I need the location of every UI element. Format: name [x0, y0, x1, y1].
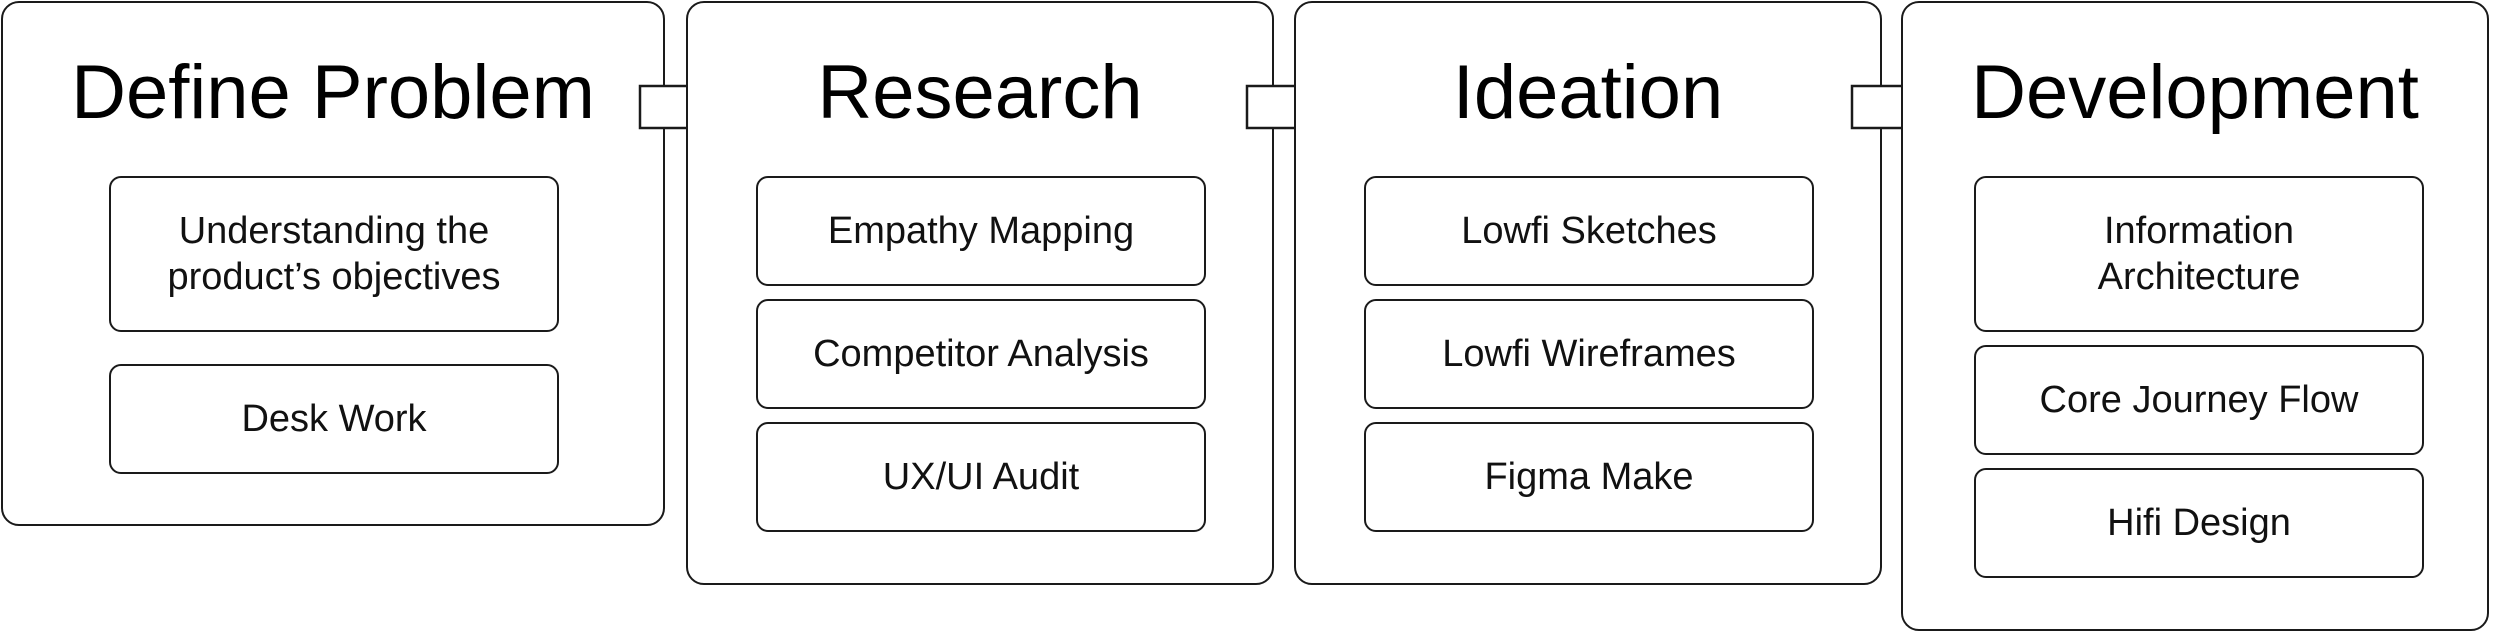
stage-title: Ideation	[1452, 50, 1724, 135]
step-box: Information Architecture	[1974, 176, 2424, 332]
step-box: UX/UI Audit	[756, 422, 1206, 532]
stage-title: Research	[817, 50, 1143, 135]
step-box: Empathy Mapping	[756, 176, 1206, 286]
step-box: Figma Make	[1364, 422, 1814, 532]
stage-title: Development	[1971, 50, 2419, 135]
stage-define-problem: Define Problem Understanding the product…	[1, 1, 665, 526]
stage-ideation: Ideation Lowfi Sketches Lowfi Wireframes…	[1294, 1, 1882, 585]
stage-research: Research Empathy Mapping Competitor Anal…	[686, 1, 1274, 585]
step-box: Core Journey Flow	[1974, 345, 2424, 455]
step-box: Desk Work	[109, 364, 559, 474]
step-box: Lowfi Wireframes	[1364, 299, 1814, 409]
stage-development: Development Information Architecture Cor…	[1901, 1, 2489, 631]
step-box: Hifi Design	[1974, 468, 2424, 578]
step-box: Lowfi Sketches	[1364, 176, 1814, 286]
stage-title: Define Problem	[71, 50, 595, 135]
step-box: Understanding the product’s objectives	[109, 176, 559, 332]
step-box: Competitor Analysis	[756, 299, 1206, 409]
